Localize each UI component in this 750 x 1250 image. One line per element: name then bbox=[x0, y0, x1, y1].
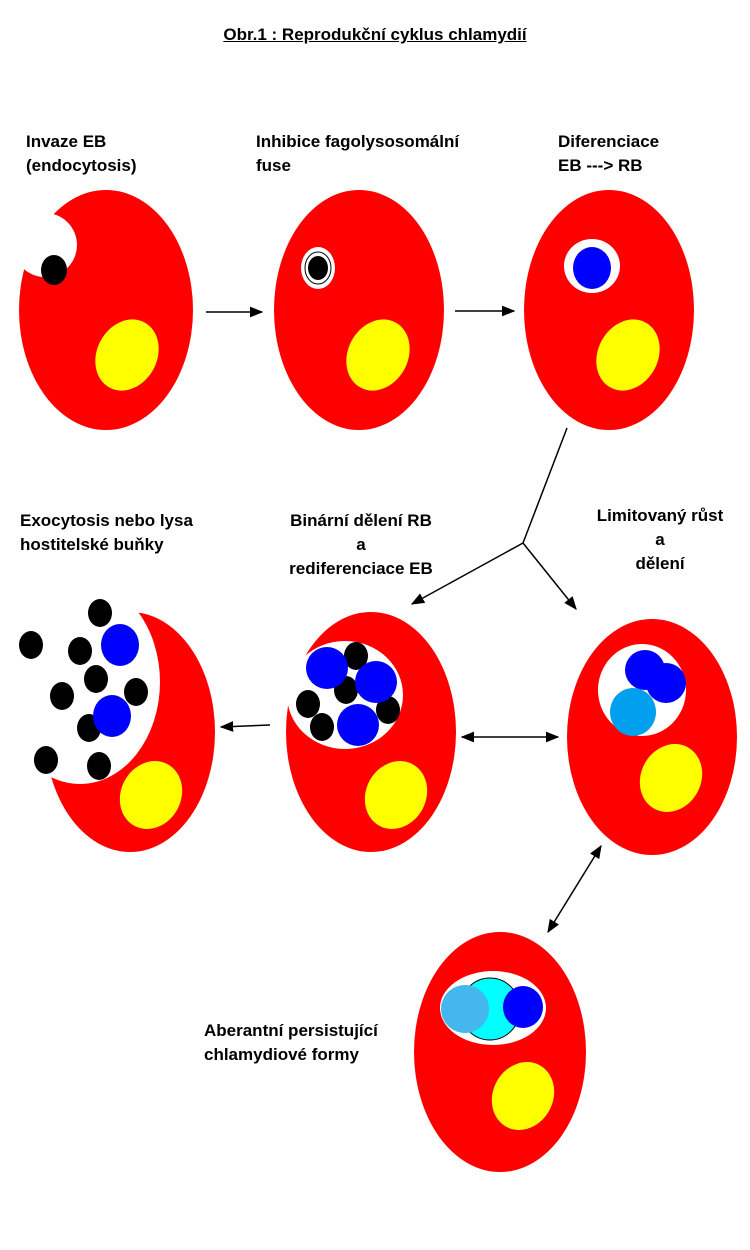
arrow-to-limited-growth bbox=[522, 542, 577, 611]
nucleus bbox=[119, 761, 183, 829]
cell-limited-growth bbox=[567, 619, 737, 855]
cell-body bbox=[414, 932, 586, 1172]
rb-particle bbox=[306, 647, 348, 689]
label-inhibition-line2: fuse bbox=[256, 156, 291, 175]
label-binary: Binární dělení RB a rediferenciace EB bbox=[266, 509, 456, 581]
eb-particle bbox=[41, 255, 67, 285]
eb-particle bbox=[344, 642, 368, 670]
nucleus bbox=[639, 744, 703, 812]
invagination-opening bbox=[0, 185, 48, 263]
label-limited-line1: Limitovaný růst bbox=[596, 506, 724, 525]
label-differentiation-line2: EB ---> RB bbox=[558, 156, 643, 175]
cell-inhibition bbox=[274, 190, 444, 430]
cell-invasion bbox=[0, 185, 193, 430]
cell-differentiation bbox=[524, 190, 694, 430]
nucleus bbox=[346, 319, 410, 391]
label-invasion-line1: Invaze EB bbox=[26, 132, 107, 151]
cell-exocytosis bbox=[0, 580, 215, 852]
arrow-to-binary-division bbox=[410, 542, 524, 605]
label-aberrant: Aberantní persistující chlamydiové formy bbox=[204, 1019, 378, 1067]
eb-particle bbox=[84, 665, 108, 693]
nucleus bbox=[596, 319, 660, 391]
arrow-differentiation-stem bbox=[522, 427, 568, 544]
eb-particle bbox=[87, 752, 111, 780]
rb-particle bbox=[503, 986, 543, 1028]
cell-body bbox=[524, 190, 694, 430]
label-aberrant-line1: Aberantní persistující bbox=[204, 1021, 378, 1040]
label-binary-line2: a bbox=[356, 535, 366, 554]
figure-title: Obr.1 : Reprodukční cyklus chlamydií bbox=[223, 25, 527, 44]
rb-particle bbox=[101, 624, 139, 666]
nucleus bbox=[364, 761, 428, 829]
rb-particle bbox=[337, 704, 379, 746]
cell-aberrant bbox=[414, 932, 586, 1172]
eb-particle bbox=[19, 631, 43, 659]
rb-particle bbox=[573, 247, 611, 289]
label-limited-line3: dělení bbox=[635, 554, 685, 573]
eb-particle bbox=[50, 682, 74, 710]
label-invasion-line2: (endocytosis) bbox=[26, 156, 137, 175]
aberrant-light-body bbox=[441, 985, 489, 1033]
eb-particle bbox=[308, 256, 328, 280]
light-rb-particle bbox=[610, 688, 656, 736]
eb-particle bbox=[34, 746, 58, 774]
label-limited-line2: a bbox=[655, 530, 665, 549]
eb-particle bbox=[376, 696, 400, 724]
label-binary-line3: rediferenciace EB bbox=[289, 559, 433, 578]
nucleus bbox=[95, 319, 159, 391]
arrow-limited-aberrant-bidirectional bbox=[547, 844, 602, 934]
label-exocytosis-line1: Exocytosis nebo lysa bbox=[20, 511, 193, 530]
arrow-binary-to-exocytosis bbox=[219, 721, 271, 732]
label-exocytosis-line2: hostitelské buňky bbox=[20, 535, 164, 554]
eb-particle bbox=[88, 599, 112, 627]
vacuole-ring bbox=[304, 251, 332, 285]
rb-particle bbox=[355, 661, 397, 703]
label-inhibition-line1: Inhibice fagolysosomální bbox=[256, 132, 460, 151]
label-differentiation-line1: Diferenciace bbox=[558, 132, 660, 151]
rb-particle bbox=[646, 663, 686, 703]
label-inhibition: Inhibice fagolysosomální fuse bbox=[256, 130, 459, 178]
nucleus bbox=[491, 1062, 555, 1130]
eb-particle bbox=[310, 713, 334, 741]
label-exocytosis: Exocytosis nebo lysa hostitelské buňky bbox=[20, 509, 193, 557]
eb-particle bbox=[68, 637, 92, 665]
cell-binary-division bbox=[286, 612, 456, 852]
label-aberrant-line2: chlamydiové formy bbox=[204, 1045, 359, 1064]
cell-body bbox=[274, 190, 444, 430]
label-invasion: Invaze EB (endocytosis) bbox=[26, 130, 137, 178]
eb-particle bbox=[296, 690, 320, 718]
label-binary-line1: Binární dělení RB bbox=[290, 511, 432, 530]
label-limited: Limitovaný růst a dělení bbox=[580, 504, 740, 576]
label-differentiation: Diferenciace EB ---> RB bbox=[558, 130, 659, 178]
eb-particle bbox=[124, 678, 148, 706]
rb-particle bbox=[93, 695, 131, 737]
